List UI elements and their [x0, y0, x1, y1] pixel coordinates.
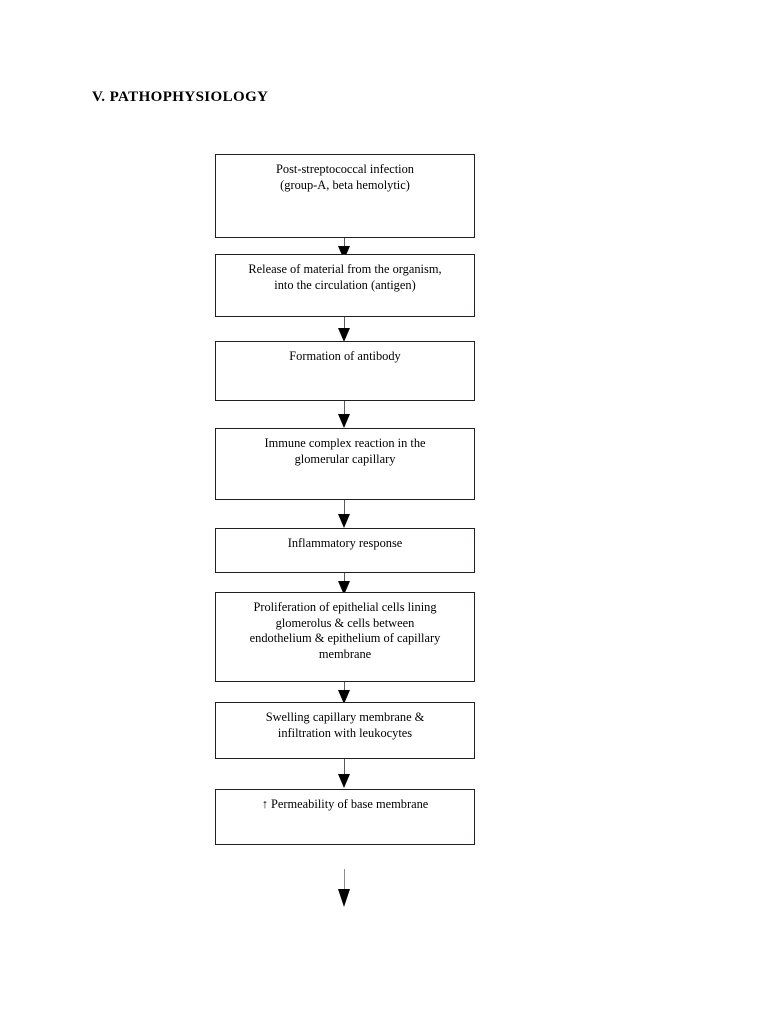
- flow-connector-1-2: [215, 238, 475, 260]
- arrowhead-down-icon: [338, 889, 350, 907]
- flow-node-1: Post-streptococcal infection (group-A, b…: [215, 154, 475, 238]
- arrowhead-down-icon: [338, 690, 350, 704]
- flow-node-6-label: Proliferation of epithelial cells lining…: [249, 600, 441, 661]
- arrowhead-down-icon: [338, 328, 350, 342]
- connector-stem: [344, 401, 345, 421]
- page-title: V. PATHOPHYSIOLOGY: [92, 89, 269, 105]
- flow-connector-4-5: [215, 500, 475, 528]
- flow-node-4: Immune complex reaction in the glomerula…: [215, 428, 475, 500]
- flow-node-3-label: Formation of antibody: [289, 349, 401, 363]
- flow-connector-7-8: [215, 759, 475, 789]
- connector-stem: [344, 500, 345, 521]
- pathophysiology-flowchart: Post-streptococcal infection (group-A, b…: [215, 154, 475, 845]
- flow-node-5-label: Inflammatory response: [287, 536, 403, 550]
- flow-node-5: Inflammatory response: [215, 528, 475, 573]
- connector-stem: [344, 682, 345, 696]
- flow-node-1-label: Post-streptococcal infection (group-A, b…: [276, 162, 414, 192]
- connector-stem: [344, 869, 345, 891]
- connector-stem: [344, 573, 345, 587]
- flow-connector-6-7: [215, 682, 475, 704]
- flow-connector-3-4: [215, 401, 475, 428]
- connector-stem: [344, 759, 345, 781]
- flow-node-7-label: Swelling capillary membrane & infiltrati…: [265, 710, 425, 740]
- flow-connector-2-3: [215, 317, 475, 342]
- flow-node-4-label: Immune complex reaction in the glomerula…: [264, 436, 426, 466]
- flow-node-8: ↑ Permeability of base membrane: [215, 789, 475, 845]
- arrowhead-down-icon: [338, 774, 350, 788]
- flow-node-8-label: ↑ Permeability of base membrane: [261, 797, 429, 811]
- flow-node-2: Release of material from the organism, i…: [215, 254, 475, 317]
- flow-node-7: Swelling capillary membrane & infiltrati…: [215, 702, 475, 759]
- flow-node-2-label: Release of material from the organism, i…: [248, 262, 442, 292]
- arrowhead-down-icon: [338, 581, 350, 595]
- flow-node-3: Formation of antibody: [215, 341, 475, 401]
- flow-connector-5-6: [215, 573, 475, 595]
- flow-node-6: Proliferation of epithelial cells lining…: [215, 592, 475, 682]
- connector-stem: [344, 317, 345, 335]
- flow-trailing-arrow: [215, 869, 475, 919]
- arrowhead-down-icon: [338, 414, 350, 428]
- arrowhead-down-icon: [338, 514, 350, 528]
